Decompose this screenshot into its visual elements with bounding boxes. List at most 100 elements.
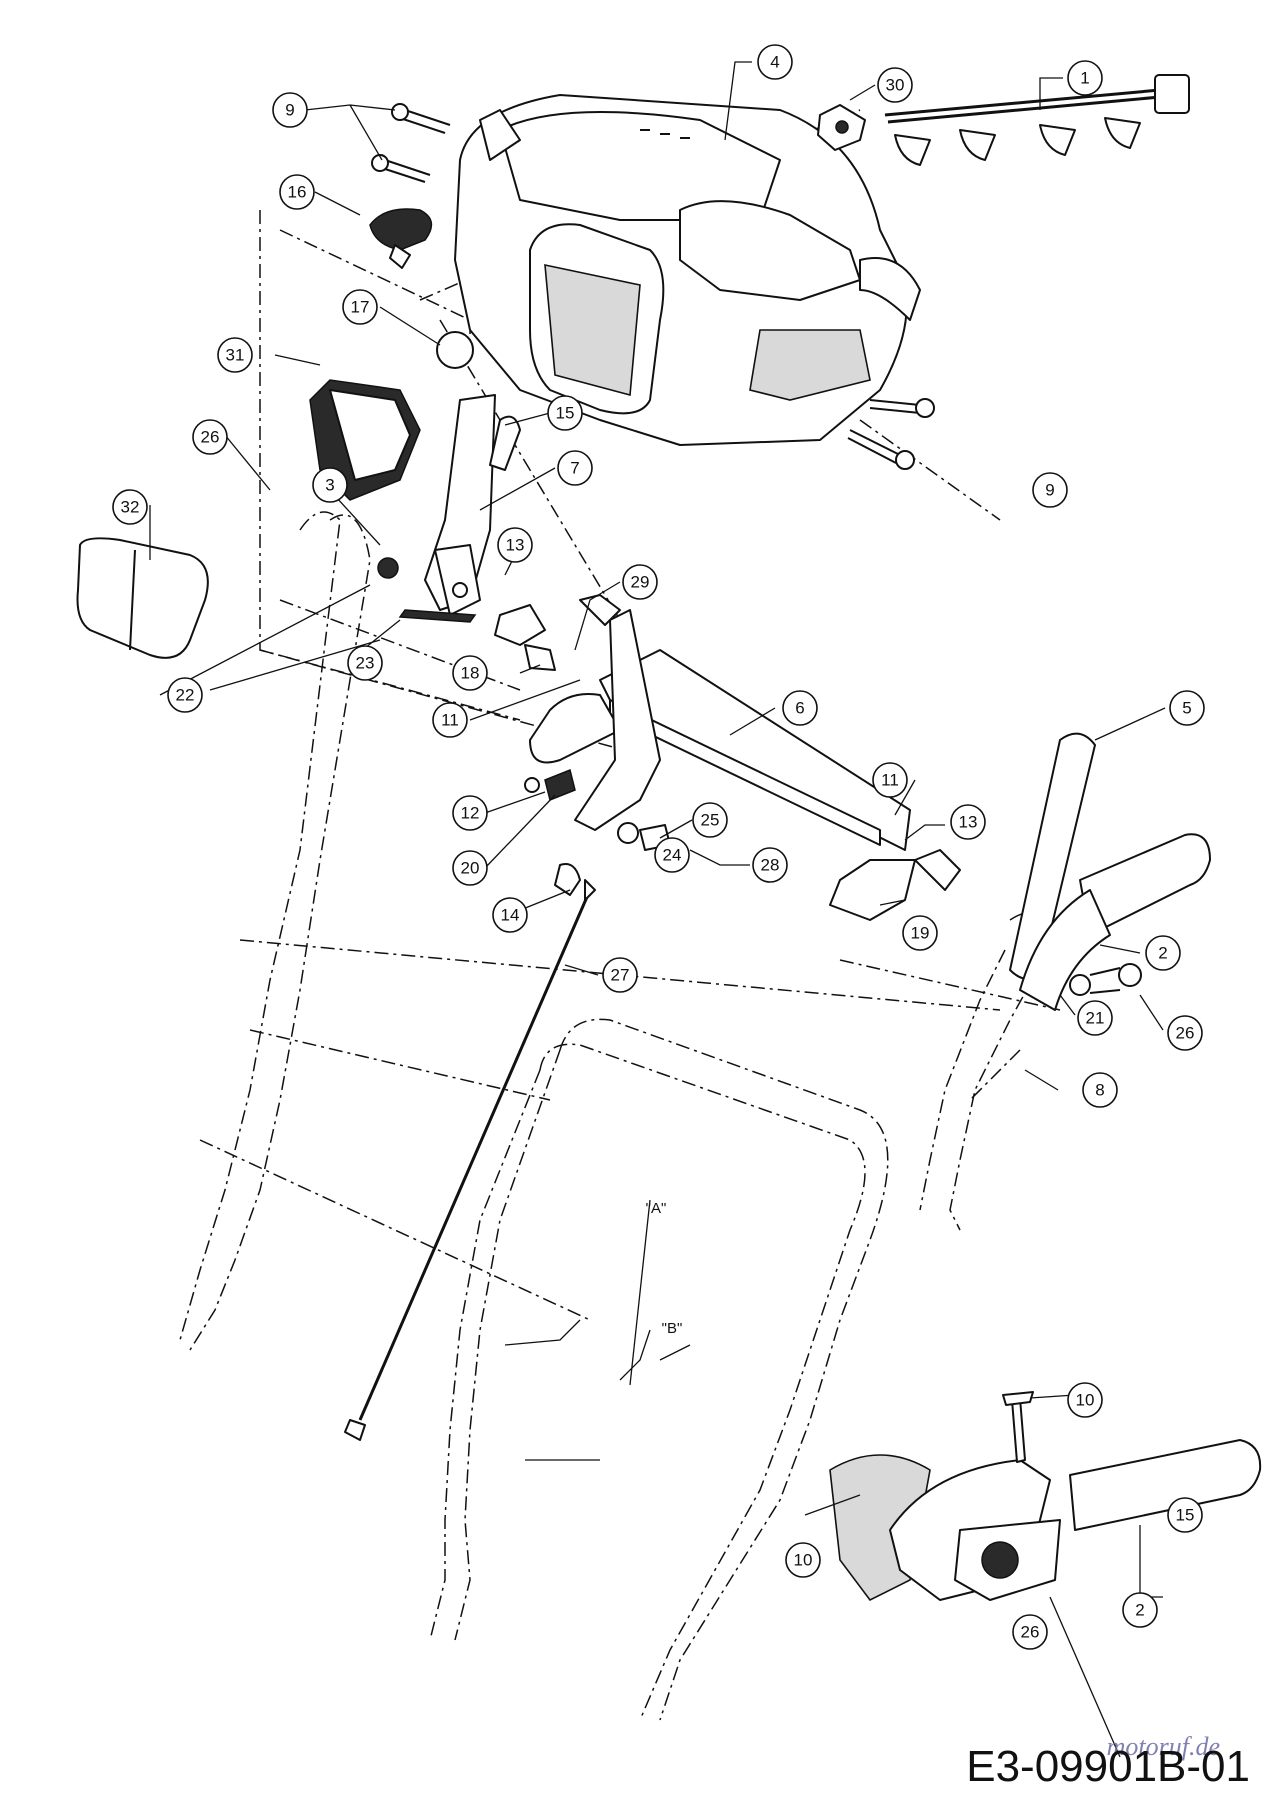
callout-number: 2: [1135, 1601, 1144, 1620]
callout-number: 11: [881, 771, 899, 790]
callout-bubble: [602, 957, 638, 993]
callout-bubble: [557, 450, 593, 486]
callout-bubble: [192, 419, 228, 455]
right-bolts: [847, 398, 935, 470]
callout-number: 29: [631, 573, 650, 592]
callout-number: 9: [1045, 481, 1054, 500]
callout-number: 27: [611, 966, 630, 985]
callout-c15a: 15: [547, 395, 583, 431]
leader-lines: [149, 61, 1166, 1758]
dash-panel: [454, 94, 921, 446]
wire-harness: [884, 74, 1190, 166]
callout-bubble: [1067, 60, 1103, 96]
callout-c26a: 26: [192, 419, 228, 455]
callout-bubble: [1077, 1000, 1113, 1036]
callout-number: 17: [351, 298, 370, 317]
callout-number: 10: [794, 1551, 813, 1570]
callout-c25: 25: [692, 802, 728, 838]
callout-number: 4: [770, 53, 779, 72]
callout-bubble: [1145, 935, 1181, 971]
control-bracket: [529, 594, 961, 921]
inset-detail: [829, 1391, 1262, 1602]
callout-c26b: 26: [1167, 1015, 1203, 1051]
callout-number: 5: [1182, 699, 1191, 718]
callout-number: 32: [121, 498, 140, 517]
knob-socket: [436, 331, 474, 369]
callout-bubble: [782, 690, 818, 726]
callout-c4: 4: [757, 44, 793, 80]
callout-number: 7: [570, 459, 579, 478]
callout-bubble: [112, 489, 148, 525]
shift-lever: [377, 394, 556, 671]
callout-c8: 8: [1082, 1072, 1118, 1108]
callout-c19: 19: [902, 915, 938, 951]
callout-c9a: 9: [272, 92, 308, 128]
key-switch: [817, 104, 866, 151]
lower-handle-outline: [429, 1018, 889, 1721]
callout-c10b: 10: [785, 1542, 821, 1578]
callout-bubble: [1067, 1382, 1103, 1418]
callout-c31: 31: [217, 337, 253, 373]
callout-c6: 6: [782, 690, 818, 726]
callout-c13b: 13: [950, 804, 986, 840]
callout-number: 26: [1176, 1024, 1195, 1043]
control-cable: [344, 863, 596, 1441]
upper-handle-outline: [179, 511, 1061, 1351]
callout-number: 25: [701, 811, 720, 830]
callout-c24: 24: [654, 837, 690, 873]
callout-c32: 32: [112, 489, 148, 525]
callout-c1: 1: [1067, 60, 1103, 96]
callout-number: 8: [1095, 1081, 1104, 1100]
callout-number: 30: [886, 76, 905, 95]
callout-c5: 5: [1169, 690, 1205, 726]
callout-bubble: [497, 527, 533, 563]
callout-number: 26: [201, 428, 220, 447]
callout-number: 9: [285, 101, 294, 120]
callout-bubble: [902, 915, 938, 951]
callout-c23: 23: [347, 645, 383, 681]
callout-number: 13: [506, 536, 525, 555]
crank-cover: [309, 379, 421, 501]
callout-bubble: [872, 762, 908, 798]
callout-bubble: [654, 837, 690, 873]
callout-c29: 29: [622, 564, 658, 600]
callout-bubble: [279, 174, 315, 210]
callout-bubble: [452, 850, 488, 886]
callout-c3: 3: [312, 467, 348, 503]
callout-number: 3: [325, 476, 334, 495]
callout-number: 12: [461, 804, 480, 823]
callout-c28: 28: [752, 847, 788, 883]
callout-c11a: 11: [432, 702, 468, 738]
callout-bubble: [432, 702, 468, 738]
callout-bubble: [1012, 1614, 1048, 1650]
callout-number: 13: [959, 813, 978, 832]
callout-c22: 22: [167, 677, 203, 713]
tube-b-label: "B": [662, 1320, 683, 1337]
callout-c26c: 26: [1012, 1614, 1048, 1650]
callout-number: 14: [501, 906, 520, 925]
callout-number: 16: [288, 183, 307, 202]
callout-bubble: [1082, 1072, 1118, 1108]
callout-number: 6: [795, 699, 804, 718]
callout-c10a: 10: [1067, 1382, 1103, 1418]
top-bolts: [371, 103, 451, 183]
callout-bubble: [272, 92, 308, 128]
callout-c9b: 9: [1032, 472, 1068, 508]
callout-number: 18: [461, 664, 480, 683]
callout-bubble: [1167, 1497, 1203, 1533]
callout-bubble: [752, 847, 788, 883]
left-grip: [489, 415, 521, 471]
callout-bubble: [1122, 1592, 1158, 1628]
callout-c30: 30: [877, 67, 913, 103]
tube-a-label: "A": [646, 1200, 667, 1217]
diagram-code: E3-09901B-01: [966, 1742, 1250, 1791]
callout-bubble: [452, 655, 488, 691]
callout-c2b: 2: [1122, 1592, 1158, 1628]
callout-bubble: [877, 67, 913, 103]
callout-number: 19: [911, 924, 930, 943]
callout-number: 24: [663, 846, 682, 865]
callout-c16: 16: [279, 174, 315, 210]
callout-c7: 7: [557, 450, 593, 486]
callout-c11b: 11: [872, 762, 908, 798]
